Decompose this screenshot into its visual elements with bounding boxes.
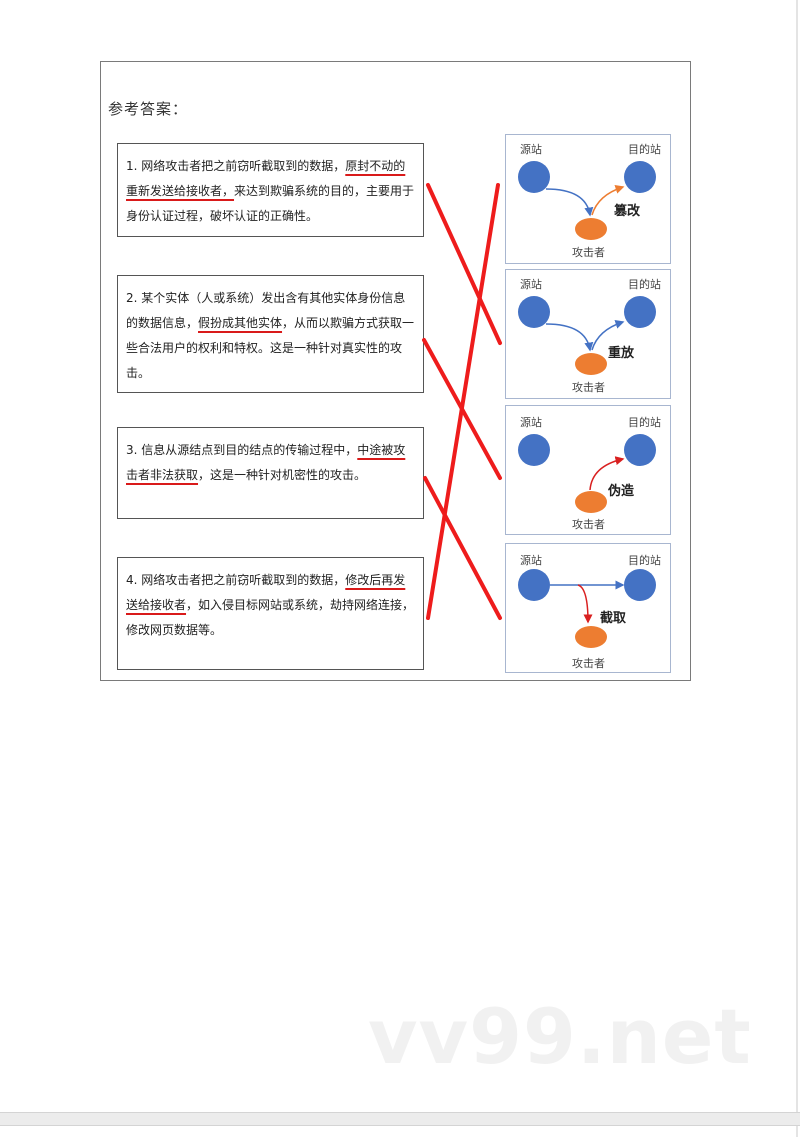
dest-node-icon	[624, 296, 656, 328]
question-text: 信息从源结点到目的结点的传输过程中，	[137, 443, 358, 457]
question-text: ，这是一种针对机密性的攻击。	[198, 468, 367, 482]
key-phrase: 中途被攻击者非法获取	[126, 443, 406, 482]
source-node-icon	[518, 296, 550, 328]
question-number: 3.	[126, 443, 138, 457]
question-box-4: 4. 网络攻击者把之前窃听截取到的数据，修改后再发送给接收者，如入侵目标网站或系…	[117, 557, 424, 670]
attack-type-label: 截取	[600, 610, 627, 626]
attack-type-label: 重放	[608, 345, 635, 361]
attacker-label: 攻击者	[572, 380, 605, 394]
source-label: 源站	[520, 553, 542, 567]
watermark: vv99.net	[368, 992, 752, 1081]
question-text: 来达到欺骗系统的目的，主要用于身份认证过程，破坏认证的正确性。	[126, 184, 415, 223]
source-label: 源站	[520, 142, 542, 156]
dest-label: 目的站	[628, 277, 661, 291]
attacker-node-icon	[575, 626, 607, 648]
question-text: ，从而以欺骗方式获取一些合法用户的权利和特权。这是一种针对真实性的攻击。	[126, 316, 415, 380]
dest-label: 目的站	[628, 415, 661, 429]
attacker-label: 攻击者	[572, 517, 605, 531]
question-box-1: 1. 网络攻击者把之前窃听截取到的数据，原封不动的重新发送给接收者，来达到欺骗系…	[117, 143, 424, 237]
question-number: 1.	[126, 159, 138, 173]
question-box-2: 2. 某个实体（人或系统）发出含有其他实体身份信息的数据信息，假扮成其他实体，从…	[117, 275, 424, 393]
forge-diagram-graphic: 源站 目的站 伪造 攻击者	[518, 415, 661, 531]
question-text: 某个实体（人或系统）发出含有其他实体身份信息的数据信息，	[126, 291, 406, 330]
dest-label: 目的站	[628, 553, 661, 567]
horizontal-scrollbar[interactable]	[0, 1112, 800, 1126]
answer-heading: 参考答案：	[108, 100, 189, 118]
question-number: 4.	[126, 573, 138, 587]
source-label: 源站	[520, 277, 542, 291]
source-label: 源站	[520, 415, 542, 429]
attacker-label: 攻击者	[572, 656, 605, 670]
dest-node-icon	[624, 434, 656, 466]
intercept-diagram-graphic: 源站 目的站 截取 攻击者	[518, 553, 661, 670]
diagram-intercept: 源站 目的站 截取 攻击者	[505, 543, 671, 673]
key-phrase: 修改后再发送给接收者	[126, 573, 406, 612]
scrollbar-edge	[796, 0, 798, 1137]
tamper-diagram-graphic: 源站 目的站 篡改 攻击者	[518, 142, 661, 259]
question-number: 2.	[126, 291, 138, 305]
attacker-node-icon	[575, 491, 607, 513]
diagram-forge: 源站 目的站 伪造 攻击者	[505, 405, 671, 535]
attacker-node-icon	[575, 218, 607, 240]
key-phrase: 假扮成其他实体	[198, 316, 283, 330]
diagram-tamper: 源站 目的站 篡改 攻击者	[505, 134, 671, 264]
source-node-icon	[518, 434, 550, 466]
attacker-node-icon	[575, 353, 607, 375]
source-node-icon	[518, 569, 550, 601]
attack-type-label: 伪造	[607, 483, 635, 499]
question-text: ，如入侵目标网站或系统，劫持网络连接，修改网页数据等。	[126, 598, 415, 637]
dest-label: 目的站	[628, 142, 661, 156]
diagram-replay: 源站 目的站 重放 攻击者	[505, 269, 671, 399]
key-phrase: 原封不动的重新发送给接收者，	[126, 159, 406, 198]
question-text: 网络攻击者把之前窃听截取到的数据，	[137, 159, 346, 173]
replay-diagram-graphic: 源站 目的站 重放 攻击者	[518, 277, 661, 394]
attacker-label: 攻击者	[572, 245, 605, 259]
attack-type-label: 篡改	[614, 203, 641, 219]
question-box-3: 3. 信息从源结点到目的结点的传输过程中，中途被攻击者非法获取，这是一种针对机密…	[117, 427, 424, 519]
question-text: 网络攻击者把之前窃听截取到的数据，	[137, 573, 346, 587]
dest-node-icon	[624, 569, 656, 601]
source-node-icon	[518, 161, 550, 193]
dest-node-icon	[624, 161, 656, 193]
